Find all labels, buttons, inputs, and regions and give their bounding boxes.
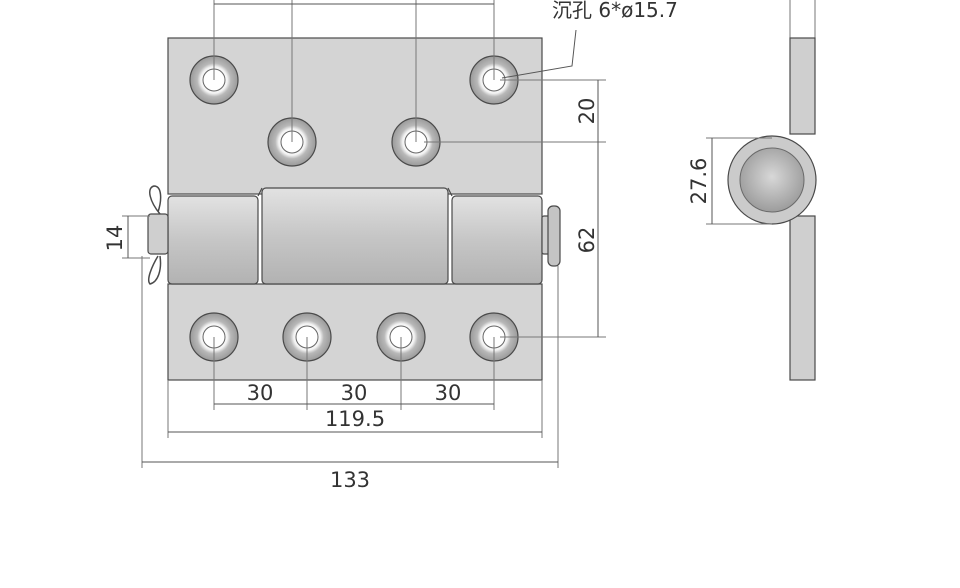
bottom-dimensions: 30 30 30 119.5 133 xyxy=(141,256,559,492)
hinge-front-view: 沉孔 6*ø15.7 20 62 14 30 30 xyxy=(103,0,678,492)
pin-end-left xyxy=(147,213,169,255)
dim-top-offset: 20 xyxy=(575,98,599,125)
dim-spacing-3: 30 xyxy=(435,381,462,405)
side-knuckle-pin xyxy=(739,147,805,213)
dim-pin-diameter: 14 xyxy=(103,225,127,252)
hole-spec-label: 沉孔 6*ø15.7 xyxy=(552,0,678,22)
pin-diameter-dimension: 14 xyxy=(103,215,150,259)
dim-knuckle-diameter: 27.6 xyxy=(687,158,711,205)
top-dimension-lines xyxy=(213,0,495,142)
dim-spacing-1: 30 xyxy=(247,381,274,405)
dim-hole-span: 119.5 xyxy=(325,407,385,431)
dim-hole-row-distance: 62 xyxy=(575,227,599,254)
knuckle-middle xyxy=(261,187,449,285)
cotter-pin xyxy=(147,185,162,285)
hinge-barrel xyxy=(147,185,561,285)
hinge-side-view: 27.6 xyxy=(687,0,817,381)
knuckle-right xyxy=(451,195,543,285)
pin-cap-right xyxy=(547,205,561,267)
right-vertical-dimensions: 20 62 xyxy=(424,79,606,338)
hole-callout: 沉孔 6*ø15.7 xyxy=(501,0,678,79)
knuckle-left xyxy=(167,195,259,285)
dim-overall-width: 133 xyxy=(330,468,370,492)
side-leaf-upper xyxy=(789,37,816,135)
dim-spacing-2: 30 xyxy=(341,381,368,405)
side-leaf-lower xyxy=(789,215,816,381)
